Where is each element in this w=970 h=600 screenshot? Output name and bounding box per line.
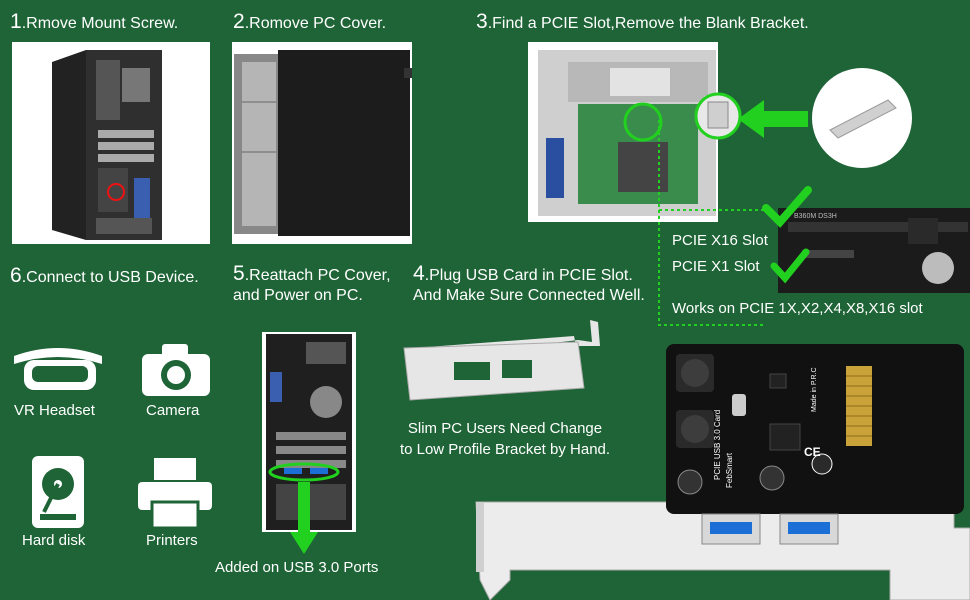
slim-note-line1: Slim PC Users Need Change	[407, 420, 603, 437]
works-on-label: Works on PCIE 1X,X2,X4,X8,X16 slot	[672, 300, 923, 317]
arrow-down-icon	[290, 482, 318, 554]
usb-card-image: PCIE USB 3.0 Card FebSmart Made in P.R.C…	[475, 344, 970, 600]
printer-icon	[138, 458, 212, 530]
step-5-label: 5.Reattach PC Cover, and Power on PC.	[233, 262, 391, 304]
step-1-label: 1.Rmove Mount Screw.	[10, 10, 179, 33]
card-ce-print: CE	[804, 445, 821, 459]
hard-disk-icon	[32, 456, 84, 528]
step-4-label: 4.Plug USB Card in PCIE Slot. And Make S…	[413, 262, 645, 304]
step-1-image	[12, 42, 210, 244]
slim-note-line2: to Low Profile Bracket by Hand.	[399, 441, 611, 458]
printers-label: Printers	[146, 532, 198, 549]
blank-bracket-image	[812, 68, 912, 168]
pcie-x16-label: PCIE X16 Slot	[672, 232, 768, 249]
step-2-image	[232, 42, 412, 244]
vr-headset-label: VR Headset	[14, 402, 95, 419]
card-origin-print: Made in P.R.C	[811, 367, 818, 412]
pcie-x1-label: PCIE X1 Slot	[672, 258, 760, 275]
card-brand-print: FebSmart	[725, 452, 734, 488]
vr-headset-icon	[14, 348, 102, 390]
arrow-left-icon	[738, 100, 808, 138]
bracket-zoom-circle	[694, 92, 742, 140]
usb-ports-highlight	[268, 462, 340, 482]
step-3-image	[528, 42, 718, 222]
hard-disk-label: Hard disk	[22, 532, 86, 549]
card-model-print: PCIE USB 3.0 Card	[713, 410, 722, 480]
motherboard-closeup: B360M DS3H	[778, 208, 970, 293]
slim-pc-note: Slim PC Users Need Change to Low Profile…	[380, 418, 630, 460]
step-6-label: 6.Connect to USB Device.	[10, 264, 199, 287]
camera-label: Camera	[146, 402, 200, 419]
usb-ports-note: Added on USB 3.0 Ports	[215, 559, 379, 576]
camera-icon	[142, 344, 210, 396]
board-print: B360M DS3H	[794, 213, 837, 220]
low-profile-bracket-image	[403, 320, 600, 401]
step-2-label: 2.Romove PC Cover.	[233, 10, 387, 33]
check-x1-icon	[770, 248, 810, 284]
dotted-connector	[658, 120, 766, 326]
step-3-label: 3.Find a PCIE Slot,Remove the Blank Brac…	[476, 10, 809, 33]
check-x16-icon	[762, 186, 812, 228]
